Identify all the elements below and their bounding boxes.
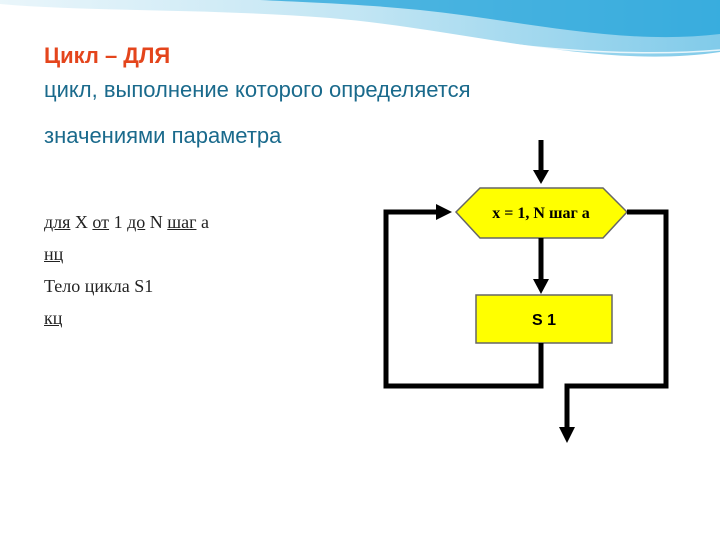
slide-title: Цикл – ДЛЯ bbox=[44, 43, 171, 68]
loop-header-label: x = 1, N шаг a bbox=[492, 205, 589, 222]
loop-flowchart: x = 1, N шаг a S 1 bbox=[383, 140, 669, 443]
keyword-nc: нц bbox=[44, 244, 64, 264]
loop-body-label: S 1 bbox=[532, 312, 556, 329]
variable-x: X bbox=[70, 212, 93, 232]
loop-start-line: нц bbox=[44, 238, 209, 270]
loop-body-line: Тело цикла S1 bbox=[44, 276, 154, 296]
keyword-step: шаг bbox=[167, 212, 197, 232]
exit-connector bbox=[564, 209, 669, 428]
slide-subtitle-line-1: цикл, выполнение которого определяется bbox=[44, 77, 471, 102]
variable-n: N bbox=[145, 212, 168, 232]
slide-subtitle-line-2: значениями параметра bbox=[44, 123, 282, 148]
header-wave-decoration bbox=[0, 0, 720, 57]
exit-arrowhead-icon bbox=[559, 427, 575, 443]
keyword-to: до bbox=[127, 212, 146, 232]
loop-back-arrowhead-icon bbox=[436, 204, 452, 220]
loop-body-block bbox=[475, 294, 613, 344]
loop-end-line: кц bbox=[44, 302, 209, 334]
body-arrowhead-icon bbox=[533, 279, 549, 294]
entry-arrowhead-icon bbox=[533, 170, 549, 184]
title-block: Цикл – ДЛЯ цикл, выполнение которого опр… bbox=[44, 42, 604, 150]
keyword-kc: кц bbox=[44, 308, 63, 328]
variable-a: а bbox=[196, 212, 209, 232]
pseudocode-block: для X от 1 до N шаг а нц Тело цикла S1 к… bbox=[44, 206, 209, 334]
keyword-from: от bbox=[92, 212, 110, 232]
keyword-for: для bbox=[44, 212, 71, 232]
value-1: 1 bbox=[109, 212, 128, 232]
loop-header-line: для X от 1 до N шаг а bbox=[44, 206, 209, 238]
loop-back-connector bbox=[383, 209, 544, 389]
